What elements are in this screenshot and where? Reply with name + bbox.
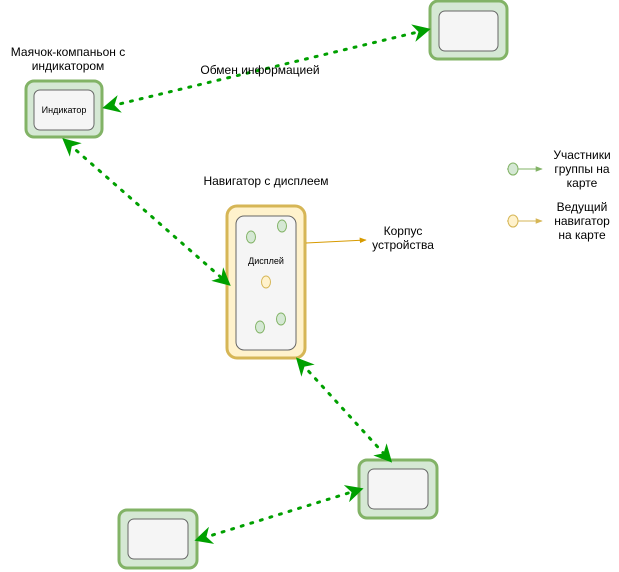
exchange-link-navigator-bottomright: [295, 357, 393, 463]
legend-leader-label: Ведущий навигатор на карте: [554, 200, 610, 242]
exchange-link-bottomleft-bottomright: [194, 485, 364, 544]
exchange-label: Обмен информацией: [200, 63, 320, 77]
legend-leader-marker: [507, 214, 543, 228]
beacon-title: Маячок-компаньон с индикатором: [10, 45, 126, 73]
display-label: Дисплей: [248, 256, 284, 266]
housing-label: Корпус устройства: [372, 224, 434, 252]
member-marker: [255, 320, 265, 334]
beacon-companion-topleft: [24, 79, 104, 139]
leader-marker: [261, 275, 271, 289]
member-marker: [277, 219, 287, 233]
beacon-companion-bottomleft: [117, 508, 199, 570]
navigator-title: Навигатор с дисплеем: [203, 174, 329, 188]
indicator-label: Индикатор: [41, 105, 87, 115]
beacon-companion-topright: [428, 0, 509, 61]
housing-arrow: [305, 237, 367, 244]
beacon-companion-bottomright: [357, 458, 439, 520]
navigator-device: [225, 204, 307, 360]
exchange-link-topleft-topright: [102, 24, 431, 113]
legend-members-label: Участники группы на карте: [553, 148, 611, 190]
member-marker: [246, 230, 256, 244]
member-marker: [276, 312, 286, 326]
exchange-link-topleft-navigator: [62, 138, 231, 286]
legend-members-marker: [507, 162, 543, 176]
